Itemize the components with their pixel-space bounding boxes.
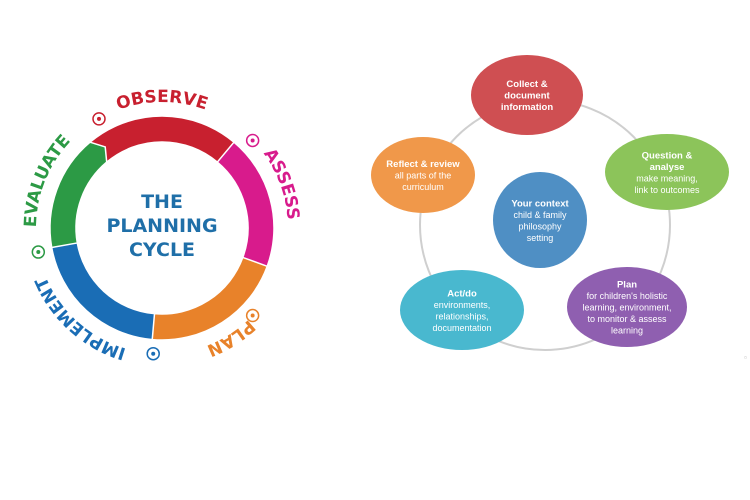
node-description: philosophy [518, 221, 562, 231]
title-line: PLANNING [106, 215, 217, 237]
people-icon [31, 245, 46, 259]
title-line: CYCLE [129, 239, 195, 261]
node-description: child & family [513, 210, 567, 220]
node-title: Act/do [447, 288, 477, 299]
title-line: THE [141, 191, 183, 213]
node-description: relationships, [435, 311, 488, 321]
node-description: documentation [432, 323, 491, 333]
cycle-segment-evaluate [49, 141, 108, 249]
node-description: to monitor & assess [587, 314, 667, 324]
node-description: for children's holistic [587, 291, 668, 301]
node-title: Collect & [506, 79, 547, 90]
node-title: information [501, 102, 553, 113]
node-title: Plan [617, 280, 637, 291]
node-description: learning, environment, [582, 303, 671, 313]
node-title: document [504, 91, 550, 102]
node-title: Reflect & review [386, 159, 460, 170]
node-description: all parts of the [395, 171, 452, 181]
stage-label-observe: OBSERVE [114, 87, 210, 114]
node-title: Question & [642, 150, 693, 161]
planning-cycle-title: THE PLANNING CYCLE [106, 191, 217, 261]
question-icon [245, 133, 260, 148]
lightbulb-icon [245, 308, 260, 323]
node-description: environments, [434, 300, 491, 310]
node-description: setting [527, 233, 554, 243]
planning-cycle-ring [49, 115, 275, 341]
cycle-segment-observe [88, 115, 235, 164]
eye-icon [92, 112, 106, 126]
node-title: analyse [650, 162, 685, 173]
node-description: make meaning, [636, 173, 698, 183]
node-description: link to outcomes [634, 185, 700, 195]
node-title: Your context [511, 198, 569, 209]
corner-mark: ▫ [744, 353, 747, 362]
node-description: curriculum [402, 182, 444, 192]
node-description: learning [611, 326, 643, 336]
gear-icon [146, 346, 160, 361]
